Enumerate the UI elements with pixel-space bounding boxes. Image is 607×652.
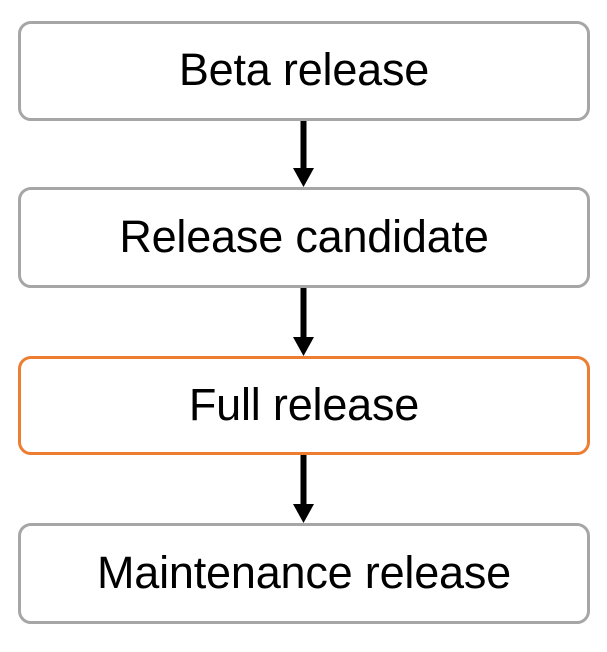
flow-node-maintenance-release[interactable]: Maintenance release xyxy=(18,523,590,624)
arrow-full-to-maintenance xyxy=(293,455,314,523)
flow-node-label: Maintenance release xyxy=(97,546,511,598)
flow-node-label: Beta release xyxy=(178,44,430,95)
arrow-candidate-to-full xyxy=(293,288,314,356)
flow-node-label: Full release xyxy=(188,378,420,430)
flow-node-full-release[interactable]: Full release xyxy=(18,356,590,455)
flow-node-label: Release candidate xyxy=(119,210,489,262)
arrow-beta-to-candidate xyxy=(293,121,314,187)
flow-node-release-candidate[interactable]: Release candidate xyxy=(18,187,590,288)
flow-node-beta-release[interactable]: Beta release xyxy=(18,21,590,121)
